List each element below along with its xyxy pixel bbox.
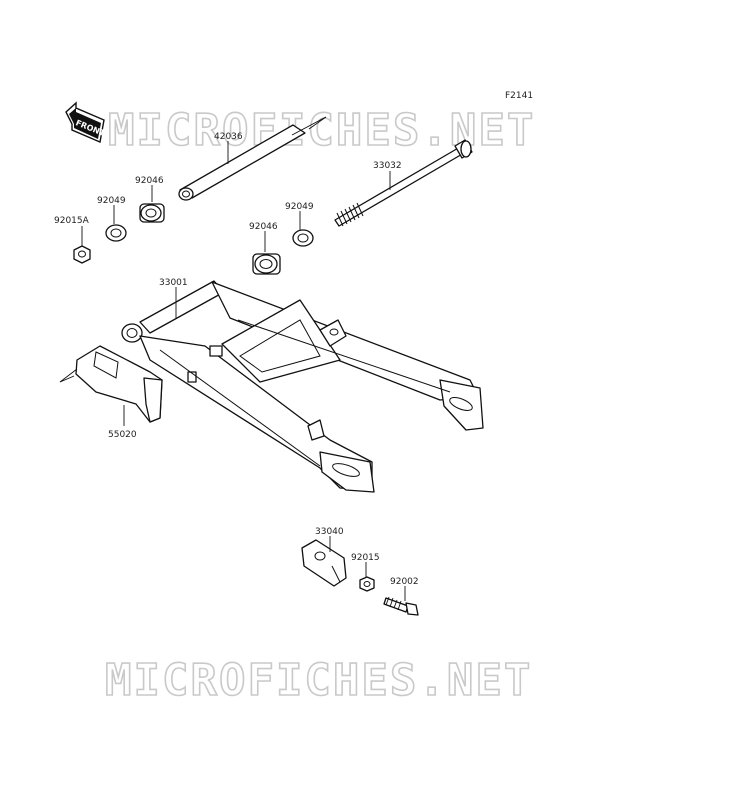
watermark-top: MICROFICHES.NET (108, 105, 535, 156)
needle-bearing-92046-right (252, 253, 281, 275)
swingarm-33001 (121, 280, 484, 493)
label-33032: 33032 (373, 161, 402, 171)
label-92049-left: 92049 (97, 196, 126, 206)
bolt-92002 (383, 596, 419, 616)
nut-92015 (359, 576, 375, 592)
chain-adjuster-33040 (301, 539, 347, 587)
axle-33032 (334, 139, 473, 227)
chain-guard-55020 (59, 345, 163, 423)
label-33001: 33001 (159, 278, 188, 288)
label-55020: 55020 (108, 430, 137, 440)
figure-code: F2141 (505, 91, 533, 101)
label-92046-right: 92046 (249, 222, 278, 232)
needle-bearing-92046-left (139, 203, 165, 223)
sleeve-42036 (178, 116, 327, 201)
label-92046-left: 92046 (135, 176, 164, 186)
label-92015A: 92015A (54, 216, 90, 226)
oil-seal-92049-right (292, 229, 314, 247)
label-92049-right: 92049 (285, 202, 314, 212)
label-92002: 92002 (390, 577, 419, 587)
nut-92015A (73, 245, 91, 264)
label-33040: 33040 (315, 527, 344, 537)
watermark-bottom: MICROFICHES.NET (105, 655, 532, 706)
label-42036: 42036 (214, 132, 243, 142)
oil-seal-92049-left (105, 224, 127, 242)
front-arrow-icon: FRONT (65, 101, 107, 143)
label-92015: 92015 (351, 553, 380, 563)
